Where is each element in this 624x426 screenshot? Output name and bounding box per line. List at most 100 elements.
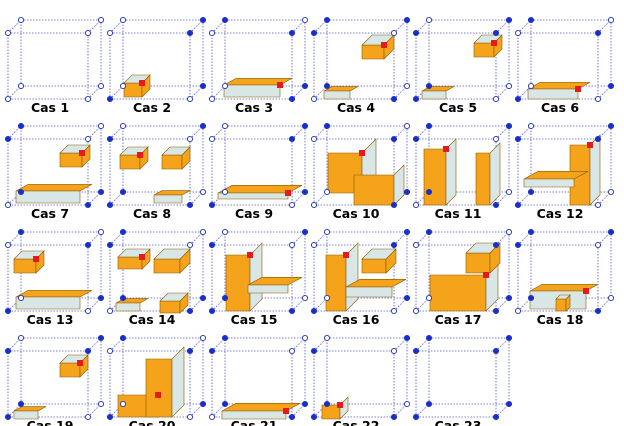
vertex-outside	[84, 29, 92, 37]
vertex-outside	[323, 228, 331, 236]
isosurface	[13, 250, 93, 310]
vertex-outside	[119, 16, 127, 24]
vertex-outside	[527, 82, 535, 90]
vertex-inside	[492, 29, 500, 37]
vertex-inside	[301, 400, 309, 408]
surface-face	[465, 252, 491, 274]
vertex-inside	[310, 413, 318, 421]
marker	[337, 402, 343, 408]
case-17: Cas 17	[412, 228, 513, 327]
case-label: Cas 18	[537, 312, 584, 327]
surface-face	[429, 274, 487, 312]
marker	[443, 146, 449, 152]
isosurface	[429, 242, 501, 312]
marker	[483, 272, 489, 278]
vertex-inside	[492, 347, 500, 355]
vertex-inside	[492, 413, 500, 421]
case-10: Cas 10	[310, 122, 411, 221]
vertex-inside	[119, 228, 127, 236]
vertex-inside	[594, 307, 602, 315]
vertex-inside	[403, 188, 411, 196]
vertex-inside	[106, 413, 114, 421]
surface-face	[13, 410, 39, 420]
vertex-outside	[4, 201, 12, 209]
surface-face	[15, 184, 93, 192]
vertex-inside	[527, 294, 535, 302]
surface-face	[323, 90, 351, 100]
vertex-inside	[425, 122, 433, 130]
case-13: Cas 13	[4, 228, 105, 327]
vertex-inside	[412, 95, 420, 103]
vertex-inside	[288, 135, 296, 143]
vertex-inside	[288, 307, 296, 315]
vertex-outside	[186, 135, 194, 143]
case-label: Cas 9	[235, 206, 273, 221]
isosurface	[423, 138, 501, 206]
vertex-inside	[527, 188, 535, 196]
vertex-outside	[412, 201, 420, 209]
vertex-inside	[310, 29, 318, 37]
vertex-inside	[17, 228, 25, 236]
vertex-inside	[97, 188, 105, 196]
cube-vertices	[4, 122, 105, 209]
vertex-inside	[323, 82, 331, 90]
vertex-inside	[208, 201, 216, 209]
surface-face	[523, 178, 575, 188]
surface-face	[247, 284, 289, 294]
vertex-inside	[4, 307, 12, 315]
cube-vertices	[514, 122, 615, 209]
marker	[79, 150, 85, 156]
vertex-outside	[514, 29, 522, 37]
case-label: Cas 5	[439, 100, 477, 115]
vertex-outside	[412, 241, 420, 249]
cube-vertices	[208, 122, 309, 209]
vertex-inside	[607, 228, 615, 236]
vertex-outside	[390, 307, 398, 315]
surface-face	[153, 190, 191, 196]
case-11: Cas 11	[412, 122, 513, 221]
vertex-inside	[4, 413, 12, 421]
vertex-outside	[186, 241, 194, 249]
case-23: Cas 23	[412, 334, 513, 426]
surface-face	[217, 192, 289, 200]
marker	[359, 150, 365, 156]
marker	[77, 360, 83, 366]
surface-face	[13, 258, 37, 274]
vertex-outside	[594, 201, 602, 209]
vertex-outside	[221, 188, 229, 196]
vertex-outside	[594, 95, 602, 103]
isosurface	[323, 34, 395, 100]
cube-vertices	[4, 16, 105, 103]
case-8: Cas 8	[106, 122, 207, 221]
surface-face	[159, 292, 189, 302]
vertex-outside	[17, 82, 25, 90]
marker	[155, 392, 161, 398]
isosurface	[325, 242, 407, 312]
vertex-inside	[97, 334, 105, 342]
surface-face	[15, 296, 81, 310]
vertex-inside	[199, 294, 207, 302]
vertex-outside	[221, 228, 229, 236]
cube-vertices	[310, 228, 411, 315]
vertex-outside	[403, 82, 411, 90]
vertex-inside	[119, 294, 127, 302]
isosurface	[15, 144, 93, 204]
vertex-outside	[4, 95, 12, 103]
case-label: Cas 16	[333, 312, 380, 327]
vertex-inside	[186, 347, 194, 355]
marker	[139, 80, 145, 86]
case-label: Cas 22	[333, 418, 380, 426]
surface-face	[555, 298, 567, 312]
case-label: Cas 3	[235, 100, 273, 115]
marker	[247, 252, 253, 258]
vertex-outside	[310, 241, 318, 249]
vertex-outside	[607, 294, 615, 302]
case-label: Cas 12	[537, 206, 584, 221]
vertex-inside	[505, 400, 513, 408]
vertex-outside	[492, 135, 500, 143]
case-4: Cas 4	[310, 16, 411, 115]
vertex-inside	[492, 241, 500, 249]
case-label: Cas 23	[435, 418, 482, 426]
vertex-inside	[301, 122, 309, 130]
